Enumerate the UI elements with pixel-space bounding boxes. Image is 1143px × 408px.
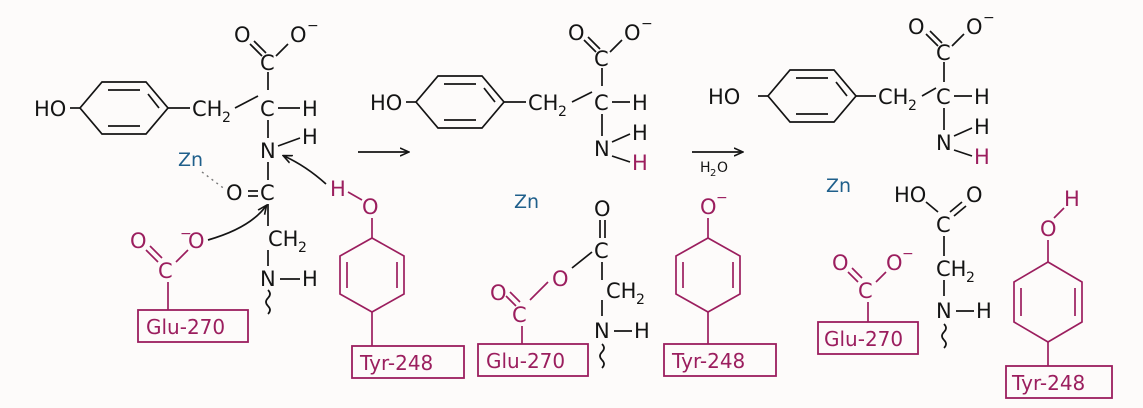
p3-next-h-label: H [976, 299, 992, 323]
glycine-ch2-subscript: 2 [298, 240, 307, 256]
glu-carboxylate-o-label: O [188, 229, 205, 253]
p3-next-n-label: N [936, 299, 952, 323]
glu-carbonyl-o-label: O [130, 229, 147, 253]
p2-amine-h1-label: H [632, 121, 648, 145]
next-n-label: N [260, 267, 276, 291]
p3-glu-o1-label: O [832, 251, 849, 275]
p2-alpha-h-label: H [632, 91, 648, 115]
p2-acyl-o-label: O [594, 197, 611, 221]
p2-ch2-lower-label: CH [606, 279, 636, 303]
p2-alpha-carbon-label: C [594, 91, 609, 115]
p2-amine-n-label: N [594, 137, 610, 161]
p3-ch2-label: CH [878, 85, 908, 109]
p2-glu-c-label: C [512, 303, 527, 327]
tyr-phenol-o-label: O [362, 195, 379, 219]
glu-270-box-label: Glu-270 [146, 315, 225, 339]
water-h-label: H [700, 160, 711, 176]
p3-carboxyl-c-label: C [936, 41, 951, 65]
carboxylate-o-label: O [290, 23, 307, 47]
panel-1-enzyme-substrate-complex: HO CH 2 C H C O O − N H C O CH 2 N H Zn [34, 18, 465, 379]
p3-carboxylate-charge: − [983, 10, 995, 26]
panel-2-acyl-enzyme-intermediate: HO CH 2 C H C O O − N H H Zn O C O O C [370, 16, 777, 377]
reaction-arrow-2: H 2 O [692, 152, 742, 179]
scissile-carbonyl-o-label: O [226, 181, 243, 205]
p3-carbonyl-o-label: O [908, 15, 925, 39]
water-subscript: 2 [710, 168, 716, 179]
next-h-label: H [302, 267, 318, 291]
p2-carbonyl-o-label: O [568, 21, 585, 45]
alpha-carbon-label: C [260, 97, 275, 121]
p3-gly-ch2-subscript: 2 [966, 270, 975, 286]
p3-acid-o-label: O [966, 183, 983, 207]
panel-3-products: HO CH 2 C H C O O − N H H Zn HO O C CH 2… [708, 10, 1113, 399]
p3-acid-c-label: C [936, 213, 951, 237]
p2-ester-o-label: O [552, 267, 569, 291]
p3-zinc-label: Zn [826, 175, 851, 197]
amide-n-label: N [260, 139, 276, 163]
p2-carboxyl-c-label: C [594, 47, 609, 71]
carboxyl-carbon-label: C [260, 51, 275, 75]
p3-alpha-carbon-label: C [936, 85, 951, 109]
p2-ch2-label: CH [528, 91, 558, 115]
scissile-carbonyl-c-label: C [260, 181, 275, 205]
glu-270-carboxylate: O C O − Glu-270 [130, 226, 249, 343]
zinc-label: Zn [178, 149, 203, 171]
p2-carboxylate-charge: − [641, 16, 653, 32]
p3-amine-h2-label: H [974, 145, 990, 169]
substrate-phenol-ring [70, 81, 190, 135]
p3-tyr-248-box-label: Tyr-248 [1011, 371, 1085, 395]
alpha-h-label: H [302, 97, 318, 121]
p2-amine-h2-label: H [632, 151, 648, 175]
glycine-ch2-label: CH [268, 227, 298, 251]
carboxylate-charge: − [307, 18, 319, 34]
tyr-248-phenol: H O Tyr-248 [330, 177, 465, 379]
p2-tyr-charge: − [716, 190, 728, 206]
p2-acyl-c-label: C [594, 239, 609, 263]
p3-hydroxyl-label: HO [708, 85, 740, 109]
water-o-label: O [717, 160, 728, 176]
p2-hydroxyl-label: HO [370, 91, 402, 115]
p2-glu-270-box-label: Glu-270 [486, 349, 565, 373]
glu-carboxyl-c-label: C [158, 259, 173, 283]
p2-carboxylate-o-label: O [624, 21, 641, 45]
p3-amine-h1-label: H [974, 115, 990, 139]
tyr-248-box-label: Tyr-248 [359, 351, 433, 375]
carbonyl-o-label: O [234, 23, 251, 47]
p2-ch2-lower-subscript: 2 [636, 292, 645, 308]
p2-next-n-label: N [594, 319, 610, 343]
p3-carboxylate-o-label: O [966, 15, 983, 39]
amide-h-label: H [302, 125, 318, 149]
p2-zinc-label: Zn [514, 191, 539, 213]
tyr-phenol-h-label: H [330, 177, 346, 201]
hydroxyl-label: HO [34, 97, 66, 121]
ch2-label: CH [192, 97, 222, 121]
glu-charge: − [180, 226, 192, 242]
p3-tyr-h-label: H [1064, 187, 1080, 211]
p3-glu-c-label: C [858, 279, 873, 303]
p3-glu-o2-label: O [886, 251, 903, 275]
p3-amine-n-label: N [936, 131, 952, 155]
p3-tyr-o-label: O [1040, 217, 1057, 241]
p3-glu-270-box-label: Glu-270 [824, 327, 903, 351]
p2-tyr-248-box-label: Tyr-248 [671, 349, 745, 373]
p3-alpha-h-label: H [974, 85, 990, 109]
p2-next-h-label: H [634, 319, 650, 343]
p3-acid-ho-label: HO [894, 183, 926, 207]
p2-glu-carbonyl-o-label: O [490, 281, 507, 305]
ch2-subscript: 2 [222, 110, 231, 126]
p3-gly-ch2-label: CH [936, 257, 966, 281]
p3-ch2-subscript: 2 [908, 98, 917, 114]
p2-tyr-o-label: O [700, 195, 717, 219]
p3-glu-charge: − [902, 246, 914, 262]
p2-ch2-subscript: 2 [558, 104, 567, 120]
